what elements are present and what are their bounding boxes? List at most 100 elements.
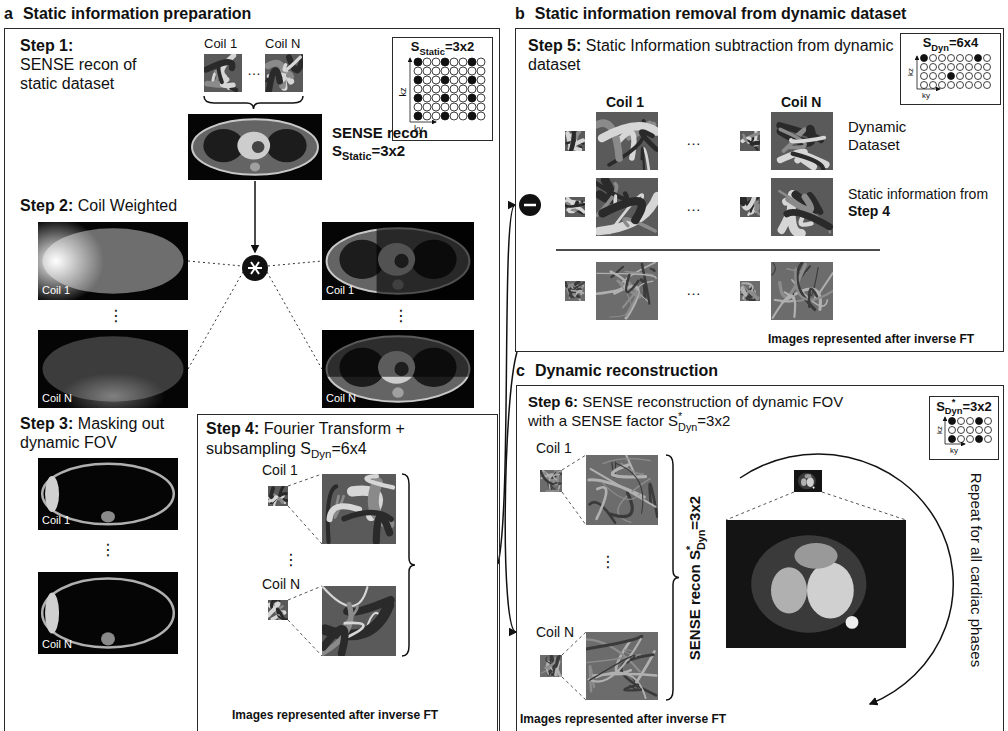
image-structure: [554, 475, 560, 480]
image-structure: [556, 656, 559, 667]
image-ground: [322, 330, 474, 408]
brace: [666, 455, 679, 700]
label-group: Step 1: SENSE recon of static dataset: [20, 36, 140, 94]
coil-hotspot: [38, 222, 104, 300]
k-space-sample: [939, 64, 946, 71]
k-space-sample: [432, 94, 440, 102]
left-ventricle: [807, 477, 814, 487]
k-space-sample: [985, 418, 992, 425]
k-space-sample: [930, 82, 937, 89]
text-label: Step 1:: [20, 37, 73, 54]
myocardium: [751, 535, 866, 632]
image-structure: [650, 484, 658, 517]
k-space-sample: [441, 112, 449, 120]
k-space-sample: [939, 55, 946, 62]
image-structure: [597, 487, 607, 519]
text-label: Coil 1: [262, 462, 298, 478]
k-space-sample: [468, 103, 476, 111]
zoom-line: [726, 492, 794, 520]
zoom-line: [288, 506, 322, 544]
text-label: Coil N: [781, 94, 821, 110]
k-space-sample: [975, 64, 982, 71]
panel-letter: c: [516, 362, 525, 379]
text-label: Coil N: [42, 638, 72, 650]
text-label: Coil N: [326, 392, 356, 404]
image-structure: [752, 143, 759, 144]
k-space-sample: [414, 112, 422, 120]
superscript: *: [685, 530, 696, 550]
node-text: aStatic information preparation: [4, 4, 251, 23]
aorta: [846, 616, 859, 629]
label-group: kz: [906, 68, 916, 76]
bright-tissue: [45, 593, 59, 634]
image-ground: [204, 54, 242, 92]
k-space-sample: [957, 82, 964, 89]
label-group: Coil N: [536, 624, 574, 641]
label-group: Step 2:Coil Weighted: [20, 196, 177, 215]
image-structure: [222, 80, 233, 86]
aorta: [813, 487, 815, 489]
k-space-sample: [921, 73, 928, 80]
cycle-arrow: [740, 454, 953, 704]
k-space-sample: [930, 64, 937, 71]
k-axis: [945, 417, 946, 444]
sub-sup-stack: *Dyn: [685, 530, 707, 550]
mri-image: [740, 281, 760, 301]
image-structure: [288, 73, 292, 76]
image-ground: [265, 54, 303, 92]
image-structure: [565, 204, 583, 206]
image-ground: [771, 262, 833, 320]
image-structure: [569, 289, 572, 296]
text-label: ⋮: [100, 541, 116, 558]
k-space-sample: [921, 82, 928, 89]
k-space-sample: [477, 85, 485, 93]
text-label: ky: [414, 124, 423, 134]
k-space-sample: [450, 94, 458, 102]
symbol-text: S: [668, 412, 678, 429]
zoom-line: [562, 677, 586, 700]
image-structure: [787, 212, 829, 226]
image-structure: [740, 198, 744, 205]
panel-letter: a: [4, 5, 13, 22]
image-ground: [794, 470, 822, 492]
mri-image: [740, 131, 760, 151]
text-label: SENSE recon of static dataset: [20, 56, 137, 92]
k-space-sample: [477, 76, 485, 84]
coil-weighting: [322, 330, 474, 377]
label-group: Images represented after inverse FT: [520, 712, 726, 726]
k-space-sample: [967, 418, 974, 425]
k-space-sample: [921, 64, 928, 71]
image-structure: [555, 483, 562, 484]
k-space-sample: [432, 112, 440, 120]
image-ground: [740, 131, 760, 151]
k-space-sample: [975, 55, 982, 62]
label-group: Coil 1: [326, 284, 354, 297]
image-structure: [596, 183, 627, 199]
image-structure: [743, 135, 747, 142]
atrium: [805, 474, 812, 478]
label-group: ⋮: [108, 306, 124, 325]
mri-image: [726, 520, 906, 648]
k-axis: [945, 444, 965, 445]
image-structure: [651, 268, 655, 271]
text-label: Images represented after inverse FT: [232, 708, 438, 722]
k-space-sample: [459, 112, 467, 120]
k-space-sample: [423, 112, 431, 120]
label-group: Coil N: [42, 638, 72, 651]
image-structure: [593, 674, 656, 675]
text-label: Coil 1: [42, 284, 70, 296]
spine: [101, 632, 115, 645]
k-space-sample: [414, 94, 422, 102]
image-structure: [626, 275, 638, 292]
zoom-line: [562, 492, 586, 525]
image-structure: [545, 658, 556, 668]
k-space-sample: [976, 427, 983, 434]
image-ground: [565, 131, 585, 151]
image-structure: [641, 132, 656, 150]
k-space-sample: [459, 67, 467, 75]
label-group: kz: [935, 426, 945, 434]
subscript: Dyn: [696, 530, 707, 550]
image-structure: [612, 465, 645, 477]
text-label: Coil N: [536, 624, 574, 640]
mri-image: [38, 458, 178, 530]
